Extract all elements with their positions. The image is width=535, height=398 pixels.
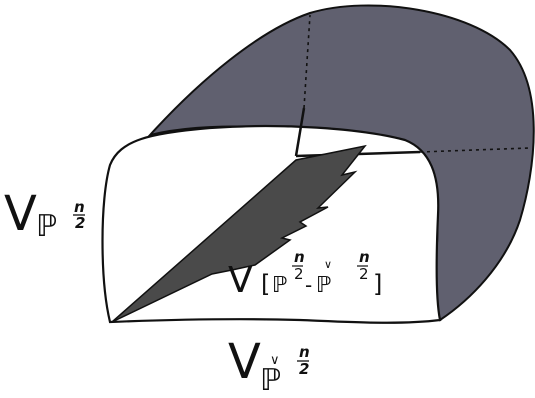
label-bottom-V: V [228, 334, 261, 390]
label-middle: V [ ℙ n 2 - ℙ ∨ n 2 ] [228, 248, 382, 301]
label-middle-exp2-den: 2 [359, 265, 369, 283]
hidden-line-up [303, 14, 311, 109]
label-middle-check2: ∨ [324, 258, 332, 271]
label-middle-exp1-den: 2 [294, 265, 304, 283]
hidden-line-right [419, 147, 531, 153]
label-middle-open-bracket: [ [261, 270, 270, 298]
label-middle-base2: ℙ [316, 273, 331, 298]
label-left-base: ℙ [36, 209, 57, 244]
label-left-exp-den: 2 [75, 214, 85, 232]
front-line-up [294, 107, 306, 157]
label-middle-exp2-num: n [359, 248, 370, 266]
label-bottom-base: ℙ [260, 363, 281, 398]
label-bottom: V ∨ ℙ n 2 [228, 334, 310, 398]
label-middle-minus: - [305, 273, 312, 297]
label-bottom-check: ∨ [270, 353, 280, 368]
label-left-V: V [4, 186, 37, 242]
label-middle-base1: ℙ [272, 273, 287, 298]
label-middle-V: V [228, 260, 253, 301]
label-left: V ℙ n 2 [4, 186, 85, 244]
jagged-wedge [111, 144, 367, 323]
label-bottom-exp-num: n [299, 343, 310, 361]
label-middle-exp1-num: n [294, 248, 305, 266]
label-left-exp-num: n [74, 198, 85, 216]
label-bottom-exp-den: 2 [299, 360, 309, 378]
label-middle-close-bracket: ] [373, 270, 382, 298]
